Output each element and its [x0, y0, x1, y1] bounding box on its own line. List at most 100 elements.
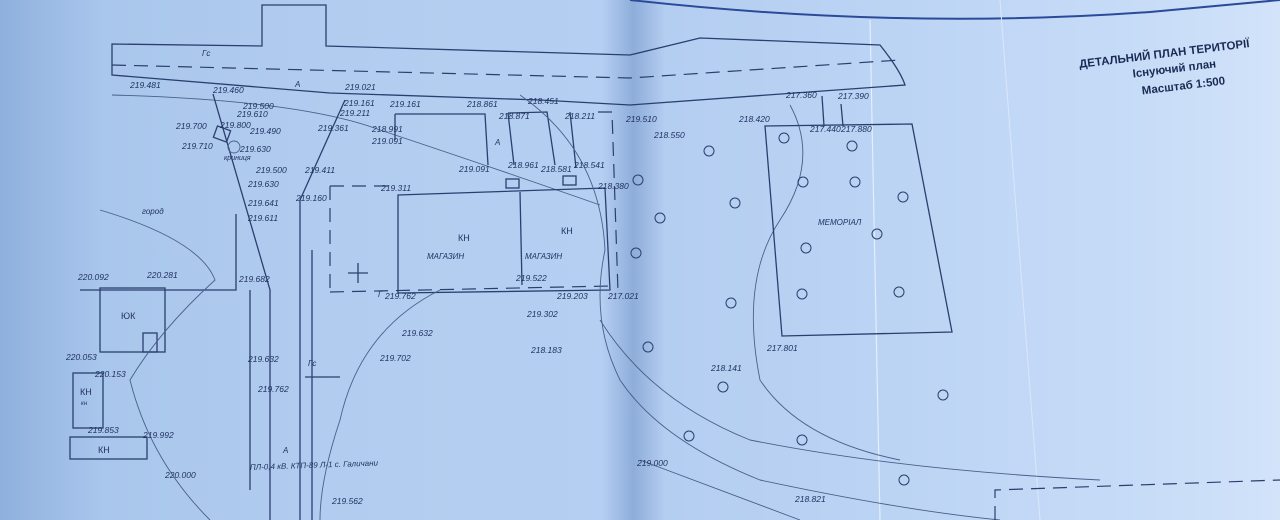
road-label: А	[282, 446, 288, 455]
elevation-mark: 218.420	[738, 114, 770, 124]
elevation-mark: 220.281	[146, 270, 178, 280]
tree-icon	[849, 176, 861, 188]
elevation-mark: 218.581	[540, 164, 572, 174]
building-label: КН	[561, 226, 573, 236]
boundary-dashed	[598, 111, 619, 293]
elevation-mark: 219.490	[249, 126, 281, 136]
contour-line	[639, 459, 801, 520]
elevation-mark: 217.440	[809, 124, 841, 134]
elevation-mark: 219.160	[295, 193, 327, 203]
elevation-mark: 218.211	[564, 111, 595, 121]
elevation-mark: 219.481	[129, 80, 161, 90]
shop-label: МАГАЗИН	[427, 252, 464, 261]
contour-line	[111, 94, 601, 206]
building-annex	[142, 332, 158, 353]
contour-line	[599, 319, 1101, 481]
elevation-mark: 219.700	[175, 121, 207, 131]
elevation-mark: 219.610	[236, 109, 268, 119]
garden-label: город	[142, 207, 164, 216]
building-outline	[395, 113, 489, 166]
boundary-line	[821, 95, 825, 127]
elevation-mark: 218.380	[597, 181, 629, 191]
boundary-dashed	[329, 185, 395, 292]
elevation-mark: 219.000	[636, 458, 668, 468]
elevation-mark: 220.053	[65, 352, 97, 362]
shop-building	[397, 187, 611, 294]
elevation-mark: 219.630	[239, 144, 271, 154]
elevation-mark: 219.161	[343, 98, 375, 108]
elevation-mark: 218.541	[573, 160, 605, 170]
tree-icon	[654, 212, 666, 224]
road-label: А	[494, 138, 500, 147]
memorial-boundary	[764, 123, 953, 337]
tree-icon	[703, 145, 715, 157]
contour-line	[319, 289, 441, 520]
plan-scale: Масштаб 1:500	[1141, 75, 1226, 97]
contour-line	[99, 209, 216, 520]
elevation-mark: 218.961	[507, 160, 539, 170]
elevation-mark: 219.500	[242, 101, 274, 111]
tree-icon	[893, 286, 905, 298]
elevation-mark: 217.360	[785, 90, 817, 100]
paper-border-line	[629, 0, 1280, 20]
tree-icon	[897, 191, 909, 203]
elevation-mark: 219.361	[317, 123, 349, 133]
elevation-mark: 217.390	[837, 91, 869, 101]
elevation-mark: 219.641	[247, 198, 279, 208]
elevation-mark: 220.153	[94, 369, 126, 379]
elevation-mark: 218.871	[498, 111, 530, 121]
elevation-mark: 219.632	[247, 354, 279, 364]
elevation-mark: 219.203	[556, 291, 588, 301]
tree-icon	[871, 228, 883, 240]
boundary-line	[840, 103, 844, 127]
elevation-mark: 219.992	[142, 430, 174, 440]
elevation-mark: 219.562	[331, 496, 363, 506]
g-mark: Г	[378, 290, 383, 299]
elevation-mark: 218.821	[794, 494, 826, 504]
elevation-mark: 219.611	[247, 213, 278, 223]
tree-icon	[797, 176, 809, 188]
elevation-mark: 219.302	[526, 309, 558, 319]
porch	[562, 175, 577, 186]
cross-mark	[348, 263, 368, 283]
plot-boundary	[80, 214, 237, 291]
lane-edge	[299, 99, 346, 520]
contour-line	[519, 94, 1001, 520]
tree-icon	[800, 242, 812, 254]
tree-icon	[898, 474, 910, 486]
power-line-label: ПЛ-0,4 кВ. КТП-89 Л-1 с. Галичани	[250, 459, 379, 472]
elevation-mark: 219.682	[238, 274, 270, 284]
elevation-mark: 219.161	[389, 99, 421, 109]
tree-icon	[729, 197, 741, 209]
building-label: ЮК	[121, 311, 136, 321]
road-axis	[111, 59, 901, 79]
elevation-mark: 219.632	[401, 328, 433, 338]
elevation-mark: 219.091	[458, 164, 490, 174]
shop-label: МАГАЗИН	[525, 252, 562, 261]
elevation-mark: 219.091	[371, 136, 403, 146]
gas-label: Гс	[308, 359, 316, 368]
elevation-mark: 218.141	[710, 363, 742, 373]
tree-icon	[725, 297, 737, 309]
building-kn	[69, 436, 148, 460]
well-label: криниця	[224, 155, 251, 162]
elevation-mark: 219.522	[515, 273, 547, 283]
memorial-label: МЕМОРІАЛ	[818, 218, 862, 227]
building-yuk	[99, 287, 166, 353]
elevation-mark: 220.092	[77, 272, 109, 282]
building-label: КН	[80, 387, 92, 397]
tree-icon	[683, 430, 695, 442]
boundary-dashed	[329, 285, 611, 293]
boundary-dashed	[994, 479, 1280, 520]
tree-icon	[846, 140, 858, 152]
elevation-mark: 218.451	[527, 96, 559, 106]
elevation-mark: 220.000	[164, 470, 196, 480]
elevation-mark: 219.021	[344, 82, 376, 92]
building-label: КН	[458, 233, 470, 243]
elevation-mark: 219.510	[625, 114, 657, 124]
building-outline	[569, 111, 577, 169]
building-outline	[507, 111, 556, 166]
tree-icon	[642, 341, 654, 353]
